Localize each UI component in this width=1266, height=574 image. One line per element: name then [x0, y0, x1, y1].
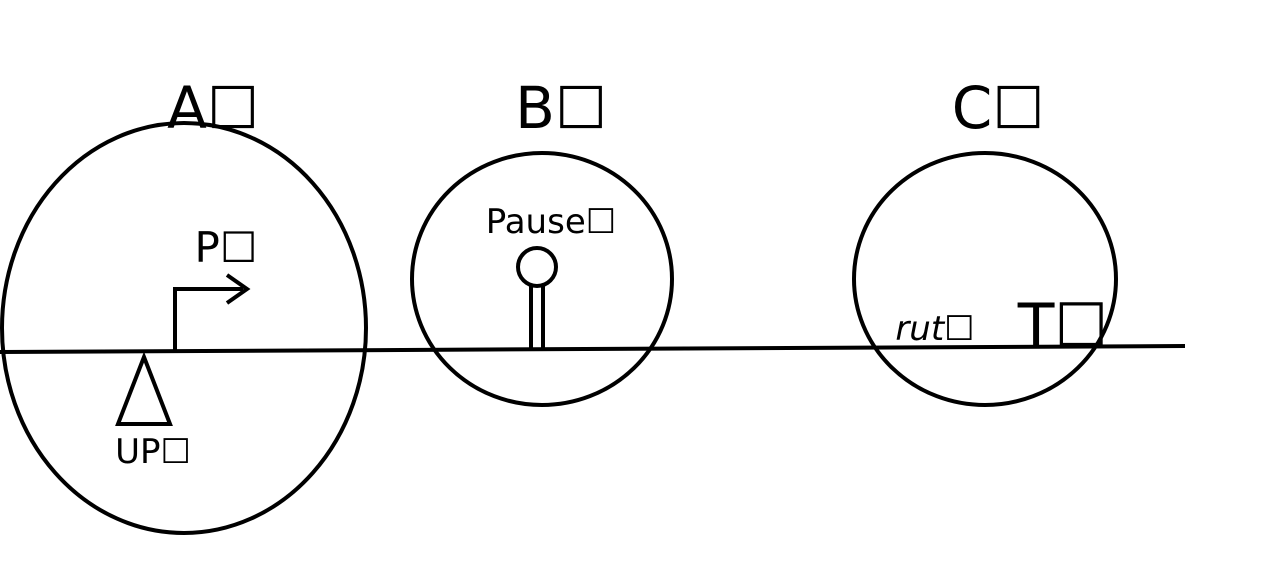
- pause-label: Pause☐: [486, 202, 616, 242]
- region-b: B☐ Pause☐: [410, 74, 674, 407]
- region-a-circle: [0, 121, 368, 535]
- upstream-label: UP☐: [115, 432, 191, 472]
- promoter-label: P☐: [195, 223, 258, 272]
- region-b-title: B☐: [515, 74, 607, 142]
- rut-label: rut☐: [895, 309, 974, 349]
- promoter-arrow: [173, 287, 243, 350]
- region-a-title: A☐: [167, 74, 259, 142]
- upstream-element-triangle: [115, 351, 173, 426]
- region-c: C☐ rut☐ T☐: [852, 74, 1118, 407]
- dna-line: [0, 344, 1186, 354]
- pause-hairpin-loop: [516, 246, 558, 288]
- region-c-circle: [852, 151, 1118, 407]
- terminator-label: T☐: [1017, 291, 1108, 361]
- promoter-arrowhead: [225, 273, 251, 305]
- region-b-circle: [410, 151, 674, 407]
- region-c-title: C☐: [952, 74, 1045, 142]
- region-a: A☐ P☐ UP☐: [0, 74, 368, 535]
